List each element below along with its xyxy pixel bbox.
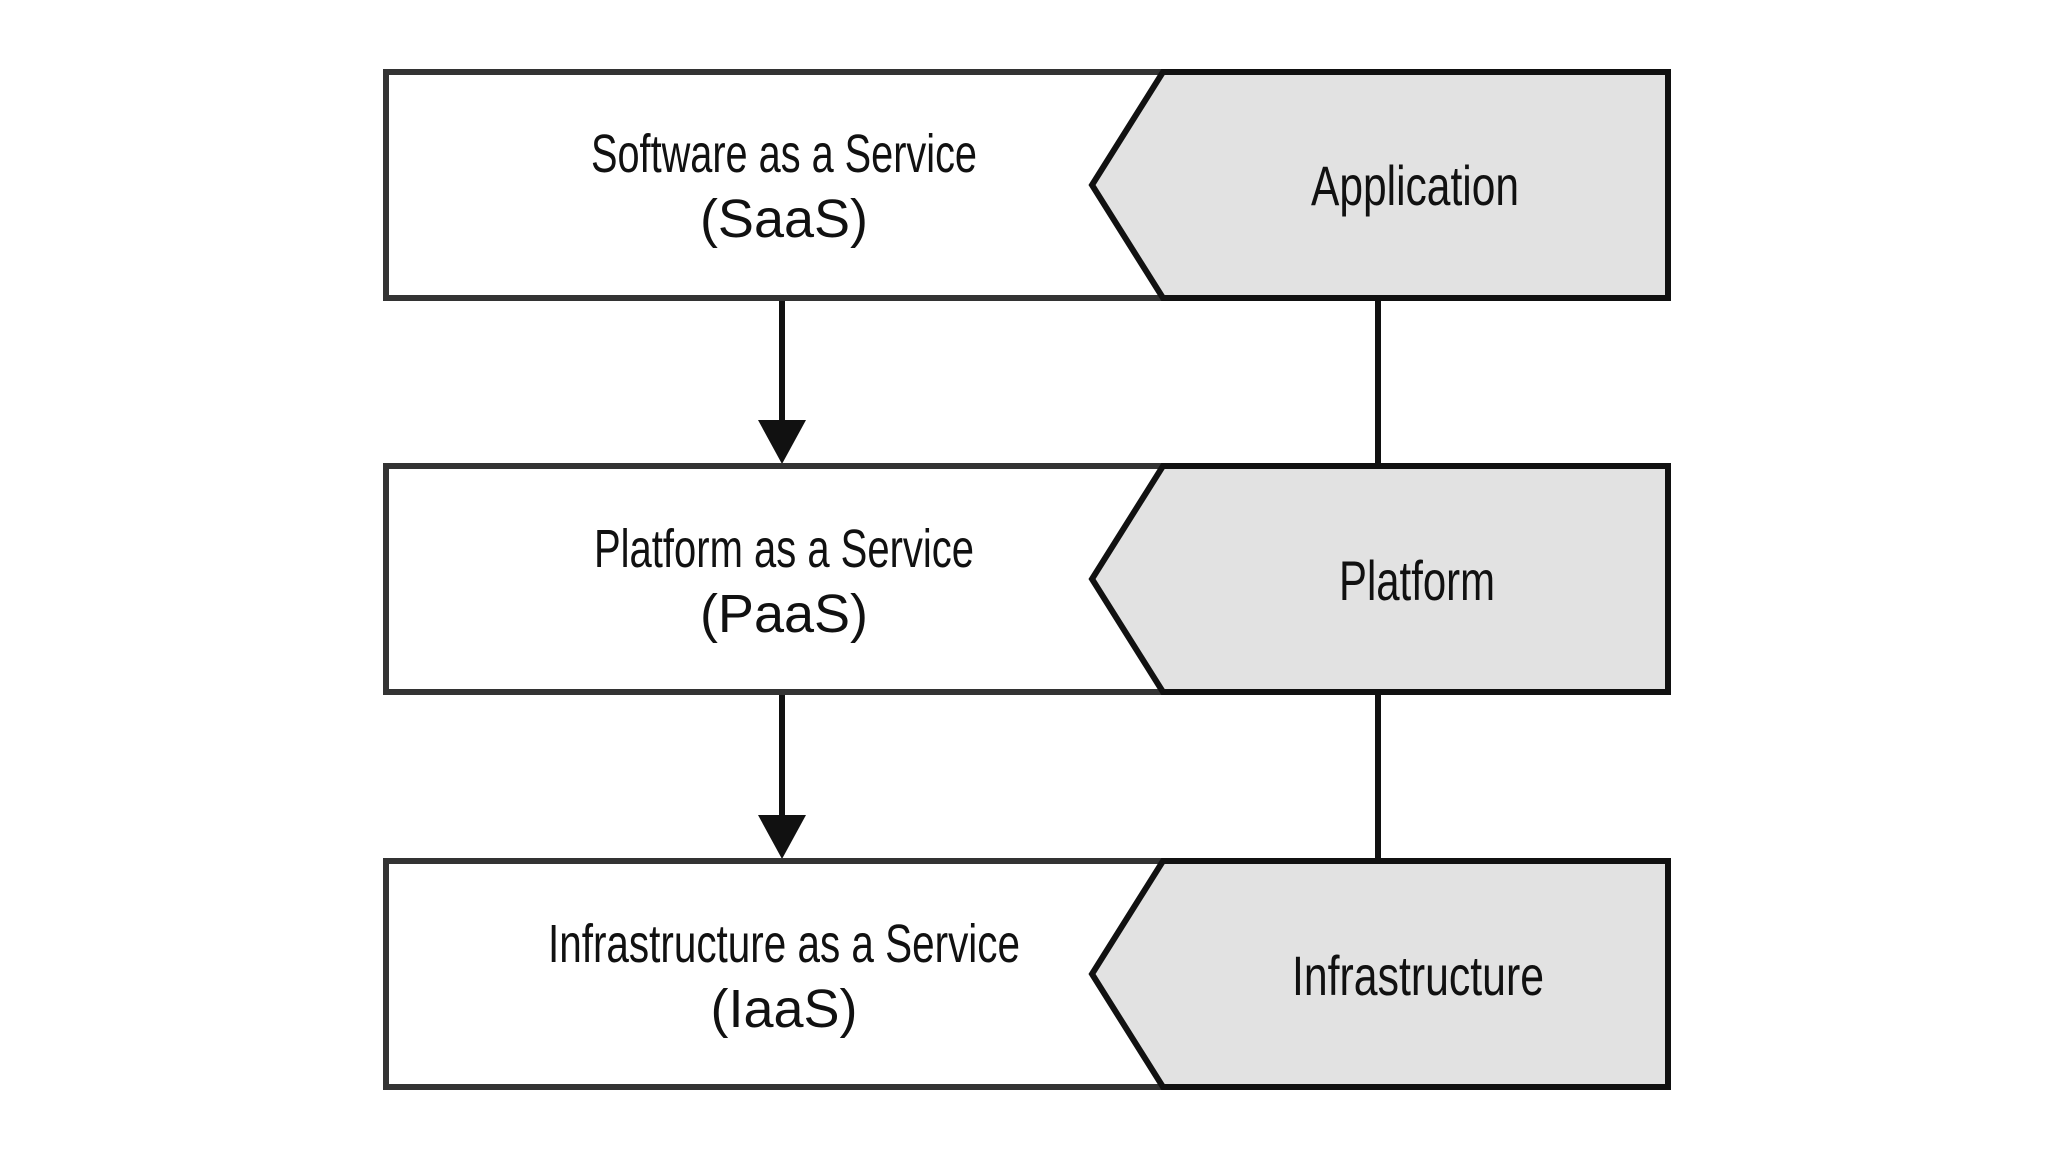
paas-row: Platform as a Service (PaaS) Platform (383, 463, 1671, 695)
saas-service-abbr: (SaaS) (700, 189, 868, 249)
paas-service-name: Platform as a Service (594, 519, 974, 579)
application-layer-chevron (1088, 69, 1671, 301)
saas-service-name: Software as a Service (591, 124, 977, 184)
iaas-service-abbr: (IaaS) (710, 979, 857, 1039)
infrastructure-layer-label: Infrastructure (1292, 944, 1544, 1007)
application-layer-label: Application (1311, 154, 1519, 217)
paas-service-abbr: (PaaS) (700, 584, 868, 644)
service-arrow-1 (758, 298, 806, 464)
service-arrow-2 (758, 693, 806, 859)
platform-layer-label: Platform (1339, 549, 1495, 612)
iaas-service-name: Infrastructure as a Service (548, 914, 1020, 974)
infrastructure-layer-chevron (1088, 858, 1671, 1090)
saas-row: Software as a Service (SaaS) Application (383, 69, 1671, 301)
iaas-row: Infrastructure as a Service (IaaS) Infra… (383, 858, 1671, 1090)
platform-layer-chevron (1088, 463, 1671, 695)
